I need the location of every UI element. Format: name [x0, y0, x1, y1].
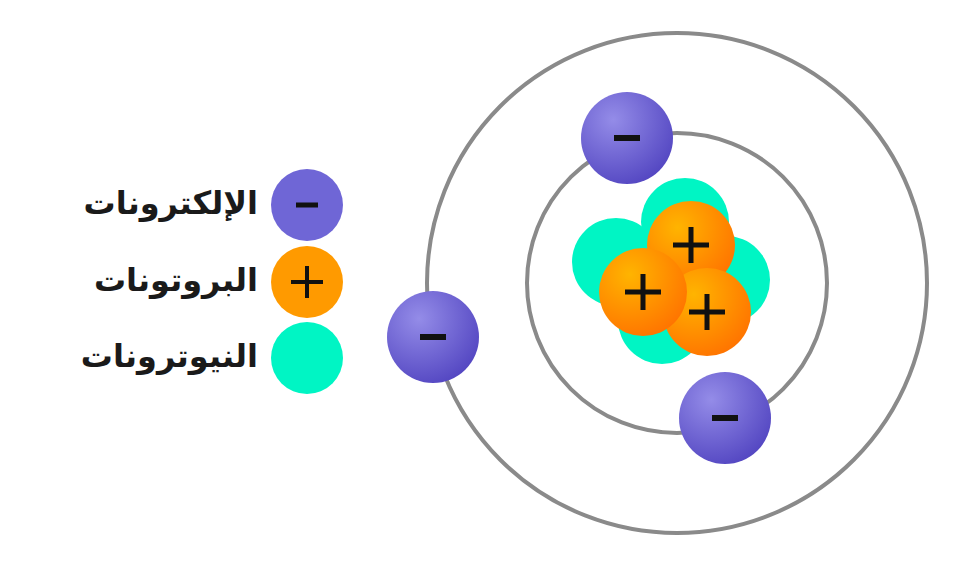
legend-label: البروتونات [94, 261, 258, 299]
nucleus [572, 178, 770, 364]
plus-sign [625, 227, 725, 330]
legend-swatch-icon [269, 244, 345, 320]
plus-sign [291, 266, 323, 298]
legend-label: الإلكترونات [84, 184, 258, 222]
electron [679, 372, 771, 464]
electron [387, 291, 479, 383]
legend-swatch [271, 322, 343, 394]
legend-swatch [271, 169, 343, 241]
electron [581, 92, 673, 184]
legend-swatch-icon [269, 320, 345, 396]
legend-label: النيوترونات [81, 337, 258, 375]
outer-orbit [427, 33, 927, 533]
inner-orbit [527, 133, 827, 433]
minus-sign [420, 138, 738, 418]
legend-swatch [271, 246, 343, 318]
electrons [387, 92, 771, 464]
proton [599, 248, 687, 336]
legend-swatch-icon [269, 167, 345, 243]
minus-sign [296, 203, 318, 208]
